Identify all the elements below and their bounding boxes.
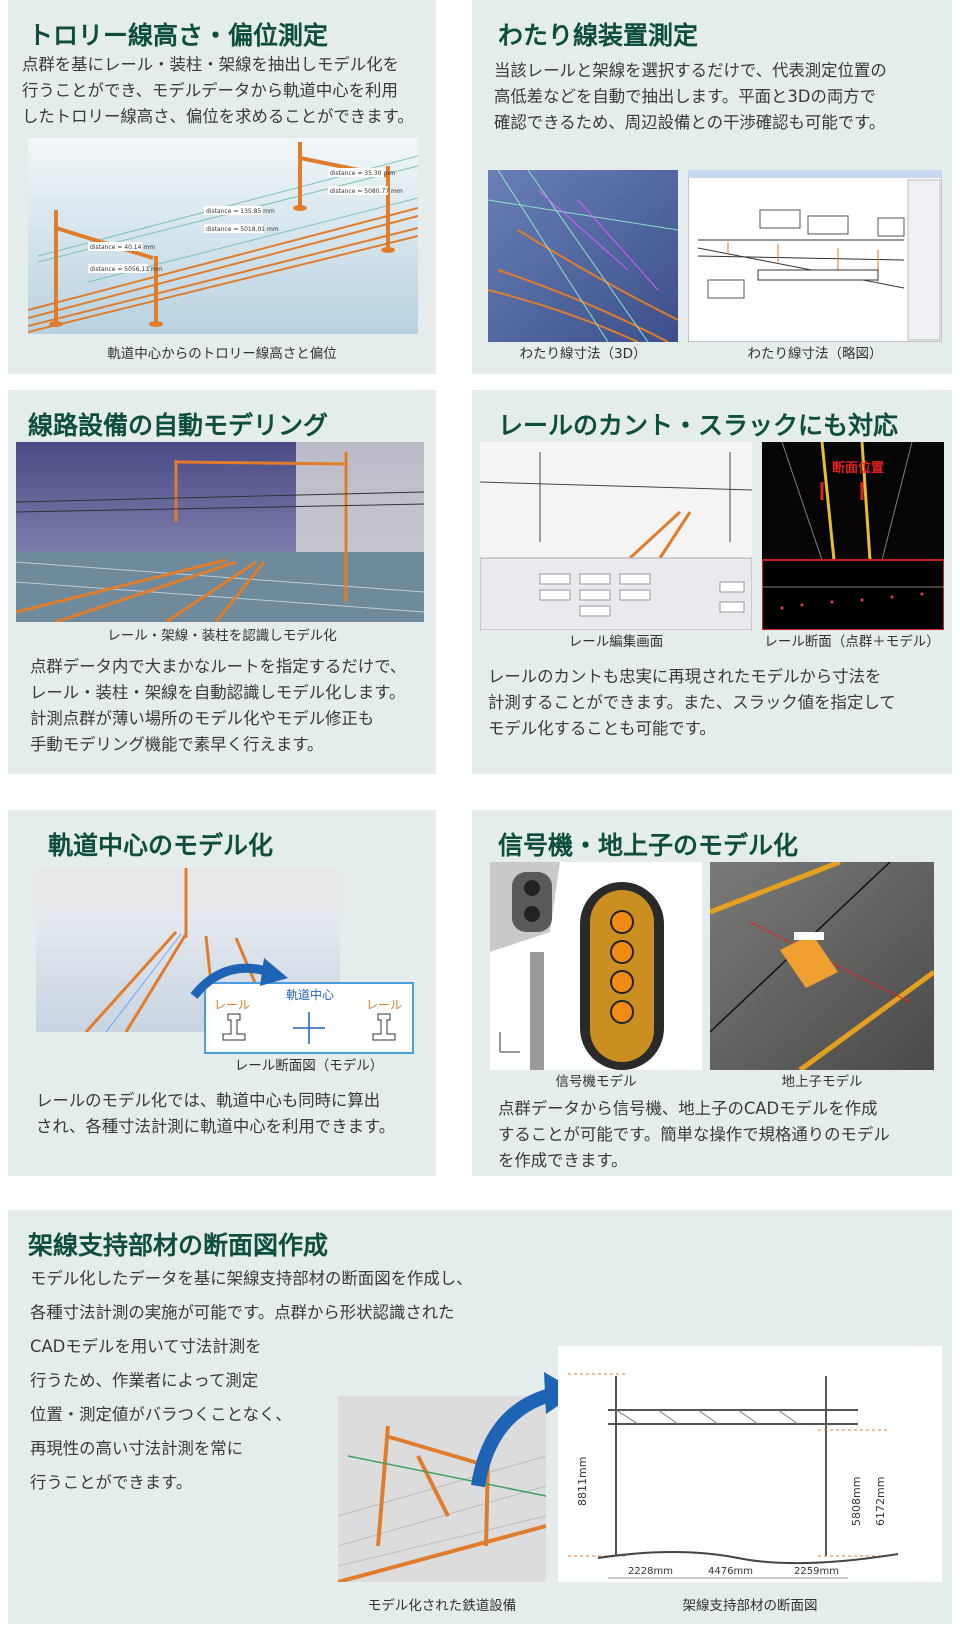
section-text: 点群データから信号機、地上子のCADモデルを作成することが可能です。簡単な操作で… bbox=[498, 1099, 890, 1170]
rail-right-label: レール bbox=[366, 998, 403, 1012]
panel-trolley: トロリー線高さ・偏位測定 点群を基にレール・装柱・架線を抽出しモデル化を行うこと… bbox=[8, 0, 436, 374]
panel-modeling: 線路設備の自動モデリング レール・架線・装柱を認識しモデル化 点群データ内で大ま… bbox=[8, 390, 436, 774]
svg-text:distance = 5018.01 mm: distance = 5018.01 mm bbox=[206, 226, 279, 233]
svg-text:8811mm: 8811mm bbox=[576, 1457, 589, 1506]
rail-edit-figure bbox=[480, 442, 752, 630]
figure-caption: モデル化された鉄道設備 bbox=[367, 1598, 517, 1614]
track-center-label: 軌道中心 bbox=[286, 988, 335, 1002]
section-text: レールのカントも忠実に再現されたモデルから寸法を計測することができます。また、ス… bbox=[488, 667, 896, 738]
modeling-figure bbox=[16, 442, 424, 622]
section-title: レールのカント・スラックにも対応 bbox=[498, 411, 899, 440]
figure-caption: レール断面図（モデル） bbox=[234, 1058, 384, 1074]
figure-caption: レール・架線・装柱を認識しモデル化 bbox=[107, 628, 337, 644]
rail-cross-section-drawing bbox=[222, 1012, 396, 1044]
trolley-figure: distance = 35.30 mm distance = 5080.77 m… bbox=[28, 138, 418, 334]
signal-figure bbox=[490, 862, 702, 1070]
figure-caption: 信号機モデル bbox=[555, 1074, 637, 1090]
blue-arrow bbox=[190, 958, 288, 999]
balise-figure bbox=[710, 862, 934, 1070]
panel-crossing: わたり線装置測定 当該レールと架線を選択するだけで、代表測定位置の高低差などを自… bbox=[472, 0, 952, 374]
section-text: モデル化したデータを基に架線支持部材の断面図を作成し、各種寸法計測の実施が可能で… bbox=[30, 1269, 473, 1322]
figure-caption: わたり線寸法（略図） bbox=[747, 346, 883, 362]
section-text: 点群を基にレール・装柱・架線を抽出しモデル化を行うことができ、モデルデータから軌… bbox=[22, 55, 414, 126]
section-text: 当該レールと架線を選択するだけで、代表測定位置の高低差などを自動で抽出します。平… bbox=[494, 61, 887, 132]
rail-left-label: レール bbox=[214, 998, 251, 1012]
cross-section-drawing-figure: 8811mm 5808mm 6172mm 2228mm 4476mm 2259m… bbox=[558, 1346, 942, 1582]
section-title: わたり線装置測定 bbox=[498, 21, 699, 50]
panel-section: 架線支持部材の断面図作成 モデル化したデータを基に架線支持部材の断面図を作成し、… bbox=[8, 1210, 952, 1624]
section-title: 架線支持部材の断面図作成 bbox=[28, 1231, 329, 1260]
figure-caption: レール断面（点群＋モデル） bbox=[764, 634, 940, 650]
svg-text:5808mm: 5808mm bbox=[850, 1477, 863, 1526]
section-title: トロリー線高さ・偏位測定 bbox=[28, 21, 329, 50]
svg-text:6172mm: 6172mm bbox=[874, 1477, 887, 1526]
panel-cant: レールのカント・スラックにも対応 断面位置 レール編集画面 レール断面（点群＋モ… bbox=[472, 390, 952, 774]
svg-text:distance = 5056.11 mm: distance = 5056.11 mm bbox=[90, 266, 163, 273]
svg-text:4476mm: 4476mm bbox=[708, 1566, 753, 1577]
figure-caption: レール編集画面 bbox=[568, 634, 664, 650]
svg-text:distance = 135.85 mm: distance = 135.85 mm bbox=[206, 208, 275, 215]
section-title: 軌道中心のモデル化 bbox=[48, 831, 274, 860]
panel-signal: 信号機・地上子のモデル化 信号機モデル 地上子モデル bbox=[472, 810, 952, 1176]
section-title: 線路設備の自動モデリング bbox=[28, 411, 329, 440]
figure-caption: 軌道中心からのトロリー線高さと偏位 bbox=[107, 346, 337, 362]
svg-text:断面位置: 断面位置 bbox=[832, 460, 884, 476]
rail-section-figure: 断面位置 bbox=[762, 442, 944, 630]
section-title: 信号機・地上子のモデル化 bbox=[498, 831, 799, 860]
figure-caption: 地上子モデル bbox=[781, 1074, 863, 1090]
figure-caption: 架線支持部材の断面図 bbox=[682, 1598, 818, 1614]
section-text: レールのモデル化では、軌道中心も同時に算出され、各種寸法計測に軌道中心を利用でき… bbox=[36, 1091, 396, 1136]
crossing-sketch-figure bbox=[688, 170, 942, 342]
svg-text:2228mm: 2228mm bbox=[628, 1566, 673, 1577]
section-text: 点群データ内で大まかなルートを指定するだけで、レール・装柱・架線を自動認識しモデ… bbox=[30, 657, 407, 754]
svg-text:distance = 40.14 mm: distance = 40.14 mm bbox=[90, 244, 155, 251]
crossing-3d-figure bbox=[488, 170, 678, 342]
svg-text:2259mm: 2259mm bbox=[794, 1566, 839, 1577]
figure-caption: わたり線寸法（3D） bbox=[519, 346, 647, 362]
railway-model-figure bbox=[338, 1396, 546, 1582]
svg-text:distance = 35.30 mm: distance = 35.30 mm bbox=[330, 170, 395, 177]
section-text-continued: CADモデルを用いて寸法計測を行うため、作業者によって測定位置・測定値がバラつく… bbox=[30, 1337, 292, 1492]
svg-text:distance = 5080.77 mm: distance = 5080.77 mm bbox=[330, 188, 403, 195]
panel-center: 軌道中心のモデル化 レール 軌道中心 レール レール断面図（モデル） レールのモ… bbox=[8, 810, 436, 1176]
